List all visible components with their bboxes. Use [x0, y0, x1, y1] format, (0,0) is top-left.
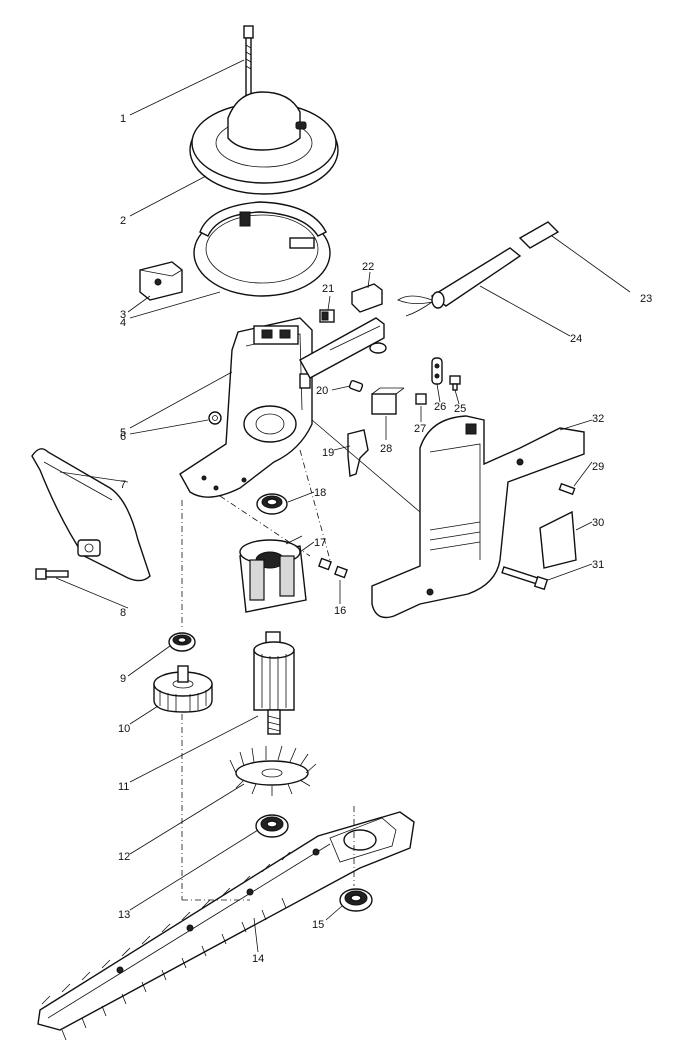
part-15-bearing [339, 888, 373, 912]
label-16: 16 [334, 605, 346, 617]
part-28-capacitor [371, 387, 405, 415]
part-5-motor-housing [179, 317, 313, 498]
label-11: 11 [118, 781, 129, 793]
label-2: 2 [120, 215, 126, 227]
part-32-housing-half [371, 415, 585, 619]
label-8: 8 [120, 607, 126, 619]
assembly-axes [181, 449, 355, 901]
part-2-top-cover [189, 91, 339, 195]
part-7-blade-guard [31, 448, 151, 582]
part-25-screw [449, 375, 461, 391]
label-18: 18 [314, 487, 326, 499]
label-10: 10 [118, 723, 130, 735]
label-31: 31 [592, 559, 604, 571]
label-26: 26 [434, 401, 446, 413]
part-3-switch-block [139, 261, 183, 301]
part-29-screw [558, 482, 576, 496]
label-6: 6 [120, 431, 126, 443]
part-6-nut [208, 411, 222, 425]
part-8-screw [35, 568, 69, 580]
label-27: 27 [414, 423, 426, 435]
part-labels: 1 2 3 4 5 6 7 8 9 10 11 12 13 14 15 16 1… [118, 113, 652, 965]
part-24-power-cord [397, 247, 522, 317]
part-19-switch [347, 429, 369, 477]
label-20: 20 [316, 385, 328, 397]
label-22: 22 [362, 261, 374, 273]
part-13-bearing [255, 814, 289, 838]
label-12: 12 [118, 851, 130, 863]
part-10-gear [153, 665, 213, 713]
part-1-screw [243, 25, 254, 97]
cable-clamp-rod [299, 317, 387, 379]
label-4: 4 [120, 317, 126, 329]
label-13: 13 [118, 909, 130, 921]
label-17: 17 [314, 537, 326, 549]
part-9-bearing [168, 632, 196, 652]
part-18-bearing [256, 493, 288, 515]
part-27-small-block [415, 393, 427, 405]
part-4-housing-ring [193, 201, 331, 297]
label-15: 15 [312, 919, 324, 931]
part-23-cord-sleeve [518, 221, 560, 249]
leader-lines [55, 59, 631, 953]
label-1: 1 [120, 113, 126, 125]
label-3: 3 [120, 309, 126, 321]
label-21: 21 [322, 283, 334, 295]
label-30: 30 [592, 517, 604, 529]
part-21-connector [319, 309, 335, 323]
label-24: 24 [570, 333, 582, 345]
label-25: 25 [454, 403, 466, 415]
label-29: 29 [592, 461, 604, 473]
label-5: 5 [120, 427, 126, 439]
part-26-cord-clamp [431, 357, 443, 385]
part-31-screw [501, 566, 549, 591]
part-12-fan [229, 745, 317, 796]
part-17-field-coil [239, 535, 307, 613]
part-11-armature [253, 631, 295, 735]
label-28: 28 [380, 443, 392, 455]
part-30-label [539, 510, 577, 569]
part-22-terminal-block [351, 283, 383, 313]
label-7: 7 [120, 479, 126, 491]
label-32: 32 [592, 413, 604, 425]
label-9: 9 [120, 673, 126, 685]
part-20-small-piece [348, 380, 364, 392]
label-23: 23 [640, 293, 652, 305]
label-14: 14 [252, 953, 264, 965]
label-19: 19 [322, 447, 334, 459]
part-14-blade [37, 811, 415, 1041]
part-16-carbon-brush [318, 557, 348, 579]
